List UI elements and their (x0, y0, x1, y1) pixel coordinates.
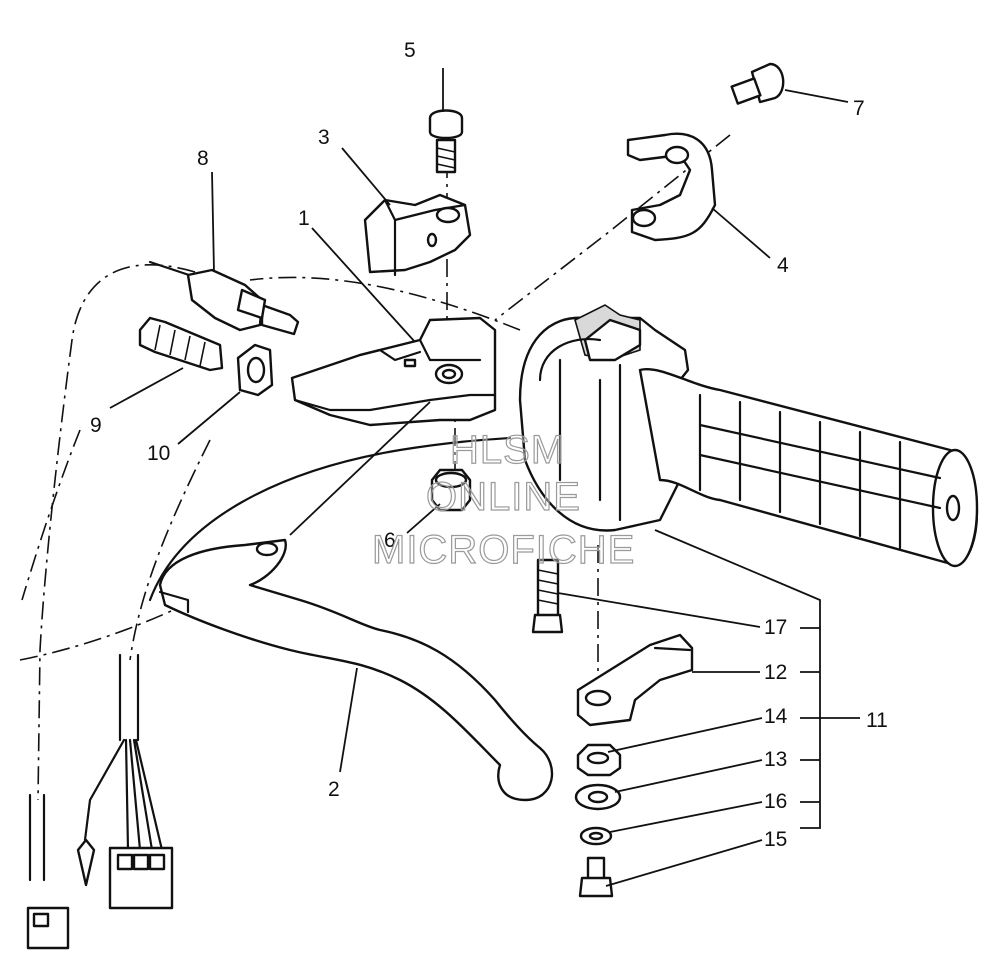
callout-17: 17 (764, 616, 787, 639)
callout-12: 12 (764, 661, 787, 684)
trigger-part-12 (576, 633, 694, 727)
callout-15: 15 (764, 828, 787, 851)
watermark: HLSM ONLINE MICROFICHE (371, 427, 635, 572)
callout-11: 11 (866, 709, 888, 732)
lever-part-2 (158, 538, 554, 802)
switch-block-part-3 (363, 193, 472, 277)
callout-1: 1 (298, 207, 310, 230)
callout-2: 2 (328, 778, 340, 801)
callout-8: 8 (197, 147, 209, 170)
lever-holder-part-1 (290, 316, 497, 427)
watermark-line-1: HLSM (450, 428, 565, 472)
callout-10: 10 (147, 442, 170, 465)
callout-7: 7 (853, 97, 865, 120)
callout-4: 4 (777, 254, 789, 277)
switch-and-grip-assembly (518, 304, 979, 568)
washer-part-13 (574, 783, 622, 811)
screw-part-15 (578, 856, 614, 898)
clutch-cable (148, 436, 512, 602)
callout-16: 16 (764, 790, 787, 813)
callout-3: 3 (318, 126, 330, 149)
locknut-part-10 (236, 343, 274, 397)
wiring-harness (26, 653, 174, 950)
callout-14: 14 (764, 705, 788, 728)
adjuster-screw-part-9 (138, 316, 224, 372)
clamp-part-4 (626, 132, 717, 242)
nut-part-14 (576, 743, 622, 777)
callout-5: 5 (404, 39, 416, 62)
nut-part-6 (430, 468, 472, 512)
lockwasher-part-16 (579, 826, 613, 846)
watermark-line-3: MICROFICHE (372, 528, 635, 572)
cable-adjuster-part-8 (148, 260, 300, 336)
bolt-part-7 (730, 62, 785, 105)
callout-9: 9 (90, 414, 102, 437)
leader-lines (109, 68, 860, 887)
screw-part-17 (531, 558, 564, 634)
callout-13: 13 (764, 748, 787, 771)
callout-labels: 8 3 5 7 4 1 9 10 6 2 17 12 14 13 16 15 1… (90, 39, 888, 851)
bolt-part-5 (428, 109, 464, 174)
watermark-line-2: ONLINE (426, 475, 581, 519)
callout-6: 6 (384, 529, 396, 552)
